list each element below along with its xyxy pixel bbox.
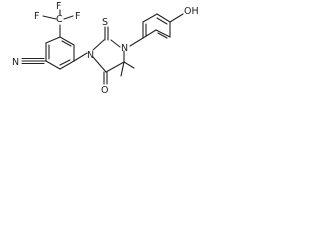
atom-fluorine-middle: F (56, 1, 61, 12)
atom-oxygen-carbonyl: O (101, 85, 108, 96)
aryl-n-bond (73, 52, 88, 62)
phenol-n-bond (129, 37, 144, 47)
atom-ring-nitrogen-right: N (121, 43, 128, 54)
benzonitrile-ring (45, 36, 75, 70)
phenol-ring (142, 13, 171, 39)
atom-ring-nitrogen-left: N (87, 50, 94, 61)
hydroxyl-bond (169, 13, 184, 23)
nitrile-group (21, 57, 47, 65)
thione-group (104, 26, 109, 41)
atom-fluorine-right: F (75, 11, 80, 22)
dimethyl-groups (120, 61, 135, 77)
atom-fluorine-left: F (34, 11, 39, 22)
atom-hydroxyl: OH (184, 6, 199, 17)
atom-nitrile-n: N (12, 57, 19, 68)
atom-cf3-carbon: C (56, 14, 63, 25)
molecule-structure: N C F F F N N S O OH (0, 0, 213, 105)
trifluoromethyl-group (42, 9, 74, 38)
imidazolidine-ring (92, 39, 125, 73)
carbonyl-group (103, 71, 108, 85)
molecule-drawing: N C F F F N N S O OH (12, 1, 199, 96)
atom-sulfur: S (102, 17, 108, 28)
